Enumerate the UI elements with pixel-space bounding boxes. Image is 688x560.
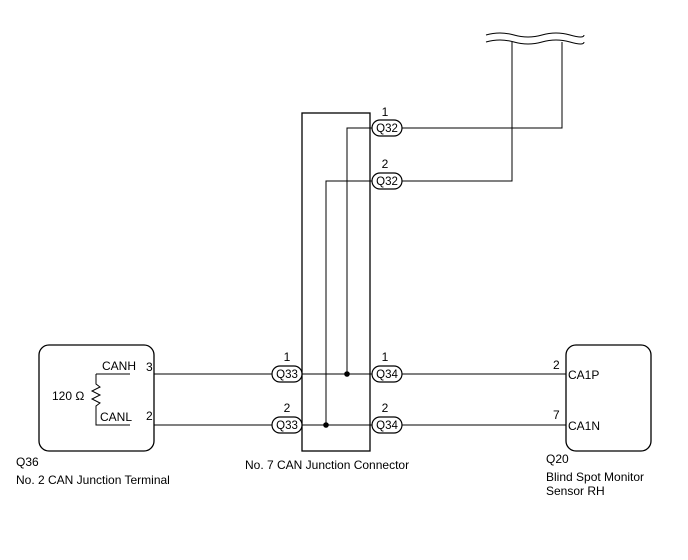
right-pin-ca1p-number: 2 bbox=[553, 358, 560, 372]
svg-text:2: 2 bbox=[284, 401, 291, 415]
resistor-120-ohm bbox=[90, 373, 130, 426]
left-pin-canh-label: CANH bbox=[102, 359, 136, 373]
svg-text:1: 1 bbox=[284, 350, 291, 364]
connector-q33-pin2: Q33 2 bbox=[271, 401, 303, 434]
right-pin-ca1n-number: 7 bbox=[553, 408, 560, 422]
svg-text:2: 2 bbox=[382, 401, 389, 415]
svg-text:Q33: Q33 bbox=[276, 369, 298, 381]
svg-text:2: 2 bbox=[382, 157, 389, 171]
left-pin-canl-label: CANL bbox=[100, 410, 132, 424]
junction-connector-body bbox=[301, 112, 371, 452]
right-component-name-line2: Sensor RH bbox=[546, 484, 605, 498]
connector-q34-pin2: Q34 2 bbox=[371, 401, 403, 434]
resistor-value-label: 120 Ω bbox=[52, 389, 84, 403]
connector-q33-pin1: Q33 1 bbox=[271, 350, 303, 383]
wire-q32-pin1 bbox=[402, 42, 563, 129]
right-component-name-line1: Blind Spot Monitor bbox=[546, 470, 644, 484]
connector-q32-pin1: Q32 1 bbox=[371, 105, 403, 137]
right-pin-ca1p-label: CA1P bbox=[568, 368, 599, 382]
right-pin-ca1n-label: CA1N bbox=[568, 419, 600, 433]
left-component-code: Q36 bbox=[16, 455, 39, 469]
svg-text:Q32: Q32 bbox=[376, 176, 398, 188]
svg-text:1: 1 bbox=[382, 105, 389, 119]
left-pin-canh-number: 3 bbox=[146, 360, 153, 374]
right-component-body bbox=[565, 344, 652, 452]
svg-text:Q33: Q33 bbox=[276, 420, 298, 432]
svg-text:Q34: Q34 bbox=[376, 369, 398, 381]
left-component-name: No. 2 CAN Junction Terminal bbox=[16, 473, 170, 487]
svg-text:1: 1 bbox=[382, 350, 389, 364]
svg-text:Q34: Q34 bbox=[376, 420, 398, 432]
connector-q34-pin1: Q34 1 bbox=[371, 350, 403, 383]
center-component-name: No. 7 CAN Junction Connector bbox=[245, 458, 409, 472]
continuation-break-symbol bbox=[485, 32, 585, 45]
wire-q32-pin2 bbox=[402, 42, 513, 182]
left-pin-canl-number: 2 bbox=[146, 409, 153, 423]
connector-q32-pin2: Q32 2 bbox=[371, 157, 403, 190]
svg-text:Q32: Q32 bbox=[376, 123, 398, 135]
right-component-code: Q20 bbox=[546, 452, 569, 466]
